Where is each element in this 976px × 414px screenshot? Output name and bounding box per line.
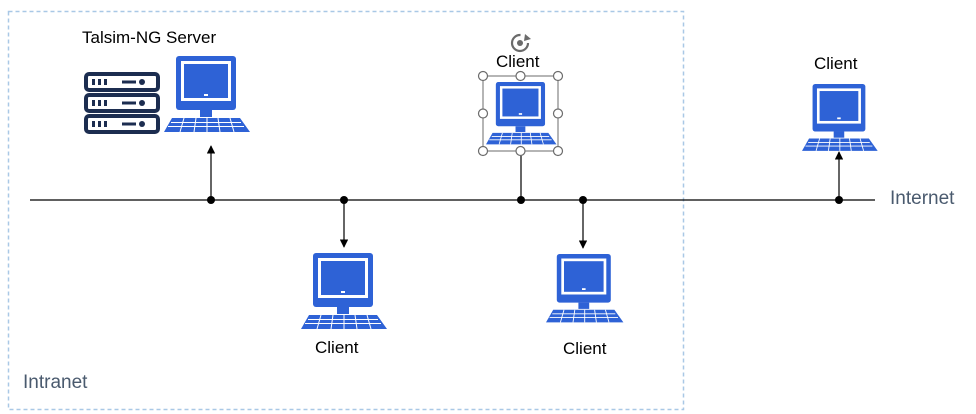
client-bottom-right-icon[interactable] xyxy=(545,253,624,323)
junction-dot xyxy=(340,196,348,204)
selection-box[interactable] xyxy=(477,70,564,157)
server-desktop-computer-icon[interactable] xyxy=(163,55,251,133)
client-internet-icon[interactable] xyxy=(801,83,879,152)
client-top-selected-icon[interactable] xyxy=(485,81,557,145)
server-label: Talsim-NG Server xyxy=(82,28,217,47)
rotate-handle-icon[interactable] xyxy=(510,33,531,53)
internet-zone-label: Internet xyxy=(890,188,955,209)
client-internet-label: Client xyxy=(814,54,858,73)
junction-dot xyxy=(835,196,843,204)
junction-dot xyxy=(579,196,587,204)
server-rack-icon[interactable] xyxy=(84,72,160,134)
client-bottom-left-icon[interactable] xyxy=(300,252,388,330)
intranet-zone-boundary[interactable] xyxy=(7,10,685,411)
junction-dot xyxy=(207,196,215,204)
client-bottom-left-label: Client xyxy=(315,338,359,357)
junction-dot xyxy=(517,196,525,204)
intranet-zone-label: Intranet xyxy=(23,372,88,393)
client-top-selected-label: Client xyxy=(496,52,540,71)
client-bottom-right-label: Client xyxy=(563,339,607,358)
